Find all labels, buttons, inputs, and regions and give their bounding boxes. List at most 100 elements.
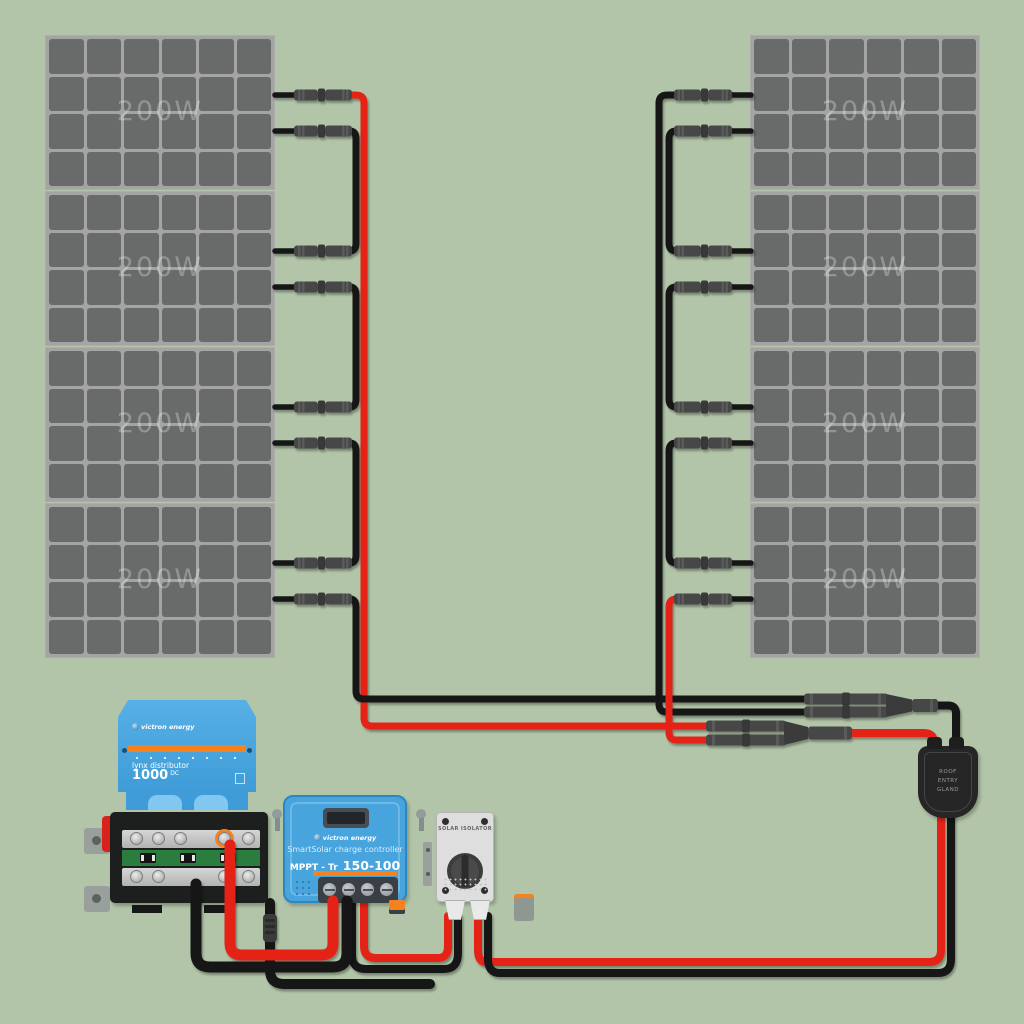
- panel-cell: [124, 39, 159, 74]
- panel-cell: [904, 426, 939, 461]
- mc4-ridge: [721, 245, 724, 257]
- mc4-connector-pair: [674, 280, 754, 294]
- mc4-ridge: [721, 125, 724, 137]
- mc4-ridge: [677, 593, 680, 605]
- terminal-stud: [174, 832, 187, 845]
- panel-cell: [161, 195, 196, 230]
- panel-cell: [49, 388, 84, 423]
- mc4-collar: [318, 400, 325, 414]
- panel-cell: [199, 76, 234, 111]
- branch-collar: [842, 705, 850, 719]
- panel-cell: [236, 463, 271, 498]
- panel-cell: [829, 114, 864, 149]
- solar-isolator: SOLAR ISOLATOR: [436, 812, 494, 920]
- panel-cell: [161, 151, 196, 186]
- branch-ridge: [844, 726, 847, 740]
- mc4-ridge: [681, 437, 684, 449]
- gland-outline: [924, 752, 972, 812]
- mppt-model-label: MPPT - Tr 150-100: [289, 858, 401, 873]
- panel-cell: [791, 544, 826, 579]
- mc4-ridge: [721, 89, 724, 101]
- panel-cell: [49, 307, 84, 342]
- panel-wattage: 200W: [821, 407, 909, 439]
- panel-cell: [941, 195, 976, 230]
- left-series-jumper-2: [346, 283, 360, 411]
- inline-connector-ridge: [265, 925, 275, 928]
- isolator-label: SOLAR ISOLATOR: [438, 826, 492, 832]
- mc4-ridge: [681, 125, 684, 137]
- branch-collar: [742, 719, 750, 733]
- panel-wattage: 200W: [821, 95, 909, 127]
- panel-cell: [124, 507, 159, 542]
- victron-logo: victron energy: [132, 723, 195, 731]
- panel-cell: [904, 114, 939, 149]
- screw-slot: [362, 888, 373, 891]
- terminal-screw: [342, 883, 355, 896]
- fuse-tip: [181, 855, 184, 861]
- panel-cell: [236, 151, 271, 186]
- gland-to-isolator-positive: [474, 808, 945, 966]
- panel-cell: [866, 582, 901, 617]
- panel-cell: [86, 463, 121, 498]
- panel-cell: [754, 582, 789, 617]
- panel-cell: [199, 270, 234, 305]
- mppt-product-label: SmartSolar charge controller: [287, 845, 403, 854]
- cable-gland: [445, 900, 465, 920]
- right-string-positive-cable: [665, 595, 710, 744]
- mc4-collar: [318, 556, 325, 570]
- branch-wedge: [784, 721, 808, 745]
- mc4-ridge: [677, 89, 680, 101]
- mc4-body: [674, 281, 701, 293]
- panel-cell: [829, 388, 864, 423]
- panel-cell: [236, 232, 271, 267]
- mc4-ridge: [342, 437, 345, 449]
- mc4-collar: [318, 244, 325, 258]
- mc4-ridge: [721, 401, 724, 413]
- terminal-stud: [152, 832, 165, 845]
- mc4-collar: [701, 400, 708, 414]
- panel-cell: [866, 151, 901, 186]
- panel-cell: [199, 463, 234, 498]
- mc4-collar: [318, 280, 325, 294]
- panel-cell: [49, 151, 84, 186]
- panel-cell: [86, 544, 121, 579]
- terminal-accessory: [514, 894, 534, 921]
- panel-cell: [941, 39, 976, 74]
- mc4-ridge: [681, 245, 684, 257]
- panel-cell: [941, 232, 976, 267]
- mc4-body: [674, 89, 701, 101]
- panel-cell: [86, 195, 121, 230]
- gland-cable-port: [949, 737, 964, 749]
- panel-cell: [236, 619, 271, 654]
- branch-ridge: [930, 699, 933, 712]
- terminal-screw: [323, 883, 336, 896]
- mc4-ridge: [298, 593, 301, 605]
- panel-cell: [791, 351, 826, 386]
- screw-icon: [92, 894, 101, 903]
- panel-cell: [829, 544, 864, 579]
- panel-cell: [904, 388, 939, 423]
- inline-connector-ridge: [265, 919, 275, 922]
- right-string-negative-cable: [655, 91, 808, 716]
- panel-cell: [161, 582, 196, 617]
- panel-cell: [866, 195, 901, 230]
- cable-gland: [470, 900, 490, 920]
- mc4-ridge: [725, 281, 728, 293]
- panel-cell: [49, 507, 84, 542]
- panel-cell: [161, 39, 196, 74]
- branch-ridge: [810, 706, 813, 718]
- panel-cell: [904, 307, 939, 342]
- panel-cell: [866, 619, 901, 654]
- panel-cell: [791, 388, 826, 423]
- mc4-body: [674, 125, 701, 137]
- panel-cell: [124, 76, 159, 111]
- mc4-ridge: [298, 437, 301, 449]
- screw-slot: [381, 888, 392, 891]
- panel-cell: [236, 582, 271, 617]
- mc4-ridge: [725, 125, 728, 137]
- mc4-ridge: [346, 593, 349, 605]
- mc4-ridge: [721, 437, 724, 449]
